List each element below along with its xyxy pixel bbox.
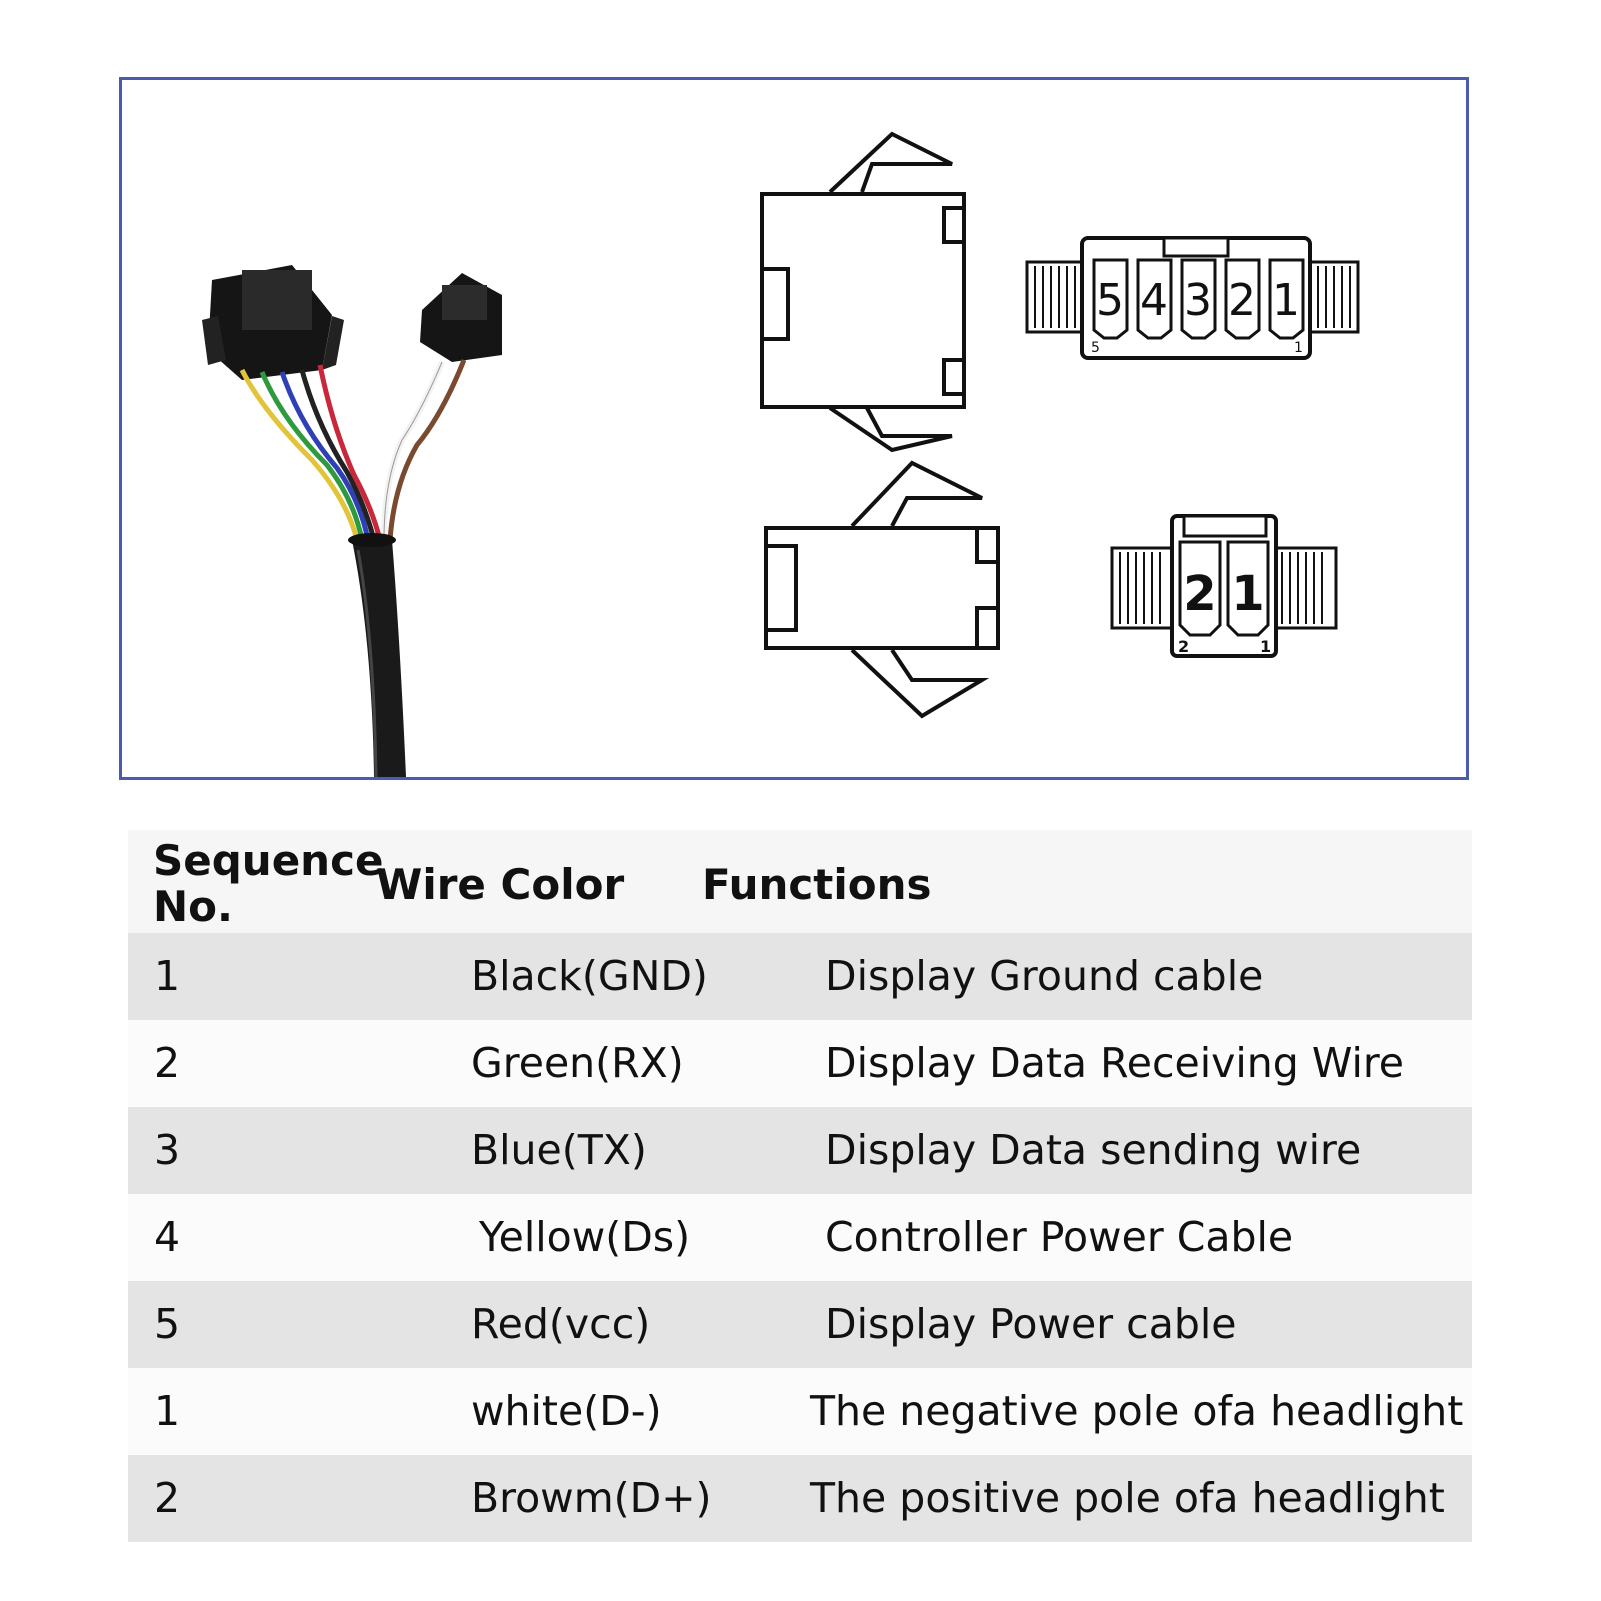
wire-color-cell: Black(GND) <box>471 952 708 1000</box>
pin-label: 4 <box>1140 275 1168 326</box>
two-pin-housing-side <box>764 460 1000 719</box>
wire-color-cell: Blue(TX) <box>471 1126 647 1174</box>
sequence-cell: 4 <box>154 1213 181 1261</box>
two-pin-plug <box>420 273 502 362</box>
function-cell: Display Power cable <box>825 1300 1237 1348</box>
wire-table: Sequence No. Wire Color Functions 1 Blac… <box>128 830 1472 1552</box>
pin-label: 5 <box>1096 275 1124 326</box>
table-row: 5 Red(vcc) Display Power cable <box>128 1281 1472 1368</box>
table-row: 1 Black(GND) Display Ground cable <box>128 933 1472 1020</box>
pin-label: 2 <box>1183 566 1216 622</box>
wire-color-cell: white(D-) <box>471 1387 662 1435</box>
connector-diagram: 5 4 3 2 1 5 1 <box>202 131 1360 777</box>
two-pin-face: 2 1 2 1 <box>1110 514 1338 658</box>
sequence-cell: 2 <box>154 1474 181 1522</box>
pin-index-label: 1 <box>1294 340 1303 356</box>
table-row: 4 Yellow(Ds) Controller Power Cable <box>128 1194 1472 1281</box>
pin-label: 2 <box>1228 275 1256 326</box>
function-cell: Display Ground cable <box>825 952 1264 1000</box>
pin-index-label: 5 <box>1091 340 1100 356</box>
table-row: 3 Blue(TX) Display Data sending wire <box>128 1107 1472 1194</box>
cable-illustration <box>202 265 502 777</box>
header-sequence: Sequence No. <box>153 838 383 930</box>
diagram-frame: 5 4 3 2 1 5 1 <box>119 77 1469 780</box>
table-row: 1 white(D-) The negative pole ofa headli… <box>128 1368 1472 1455</box>
sequence-cell: 2 <box>154 1039 181 1087</box>
wire-color-cell: Browm(D+) <box>471 1474 712 1522</box>
function-cell: The positive pole ofa headlight <box>810 1474 1445 1522</box>
header-sequence-line1: Sequence <box>153 836 384 885</box>
function-cell: Display Data sending wire <box>825 1126 1362 1174</box>
wire-color-cell: Yellow(Ds) <box>479 1213 691 1261</box>
pin-index-label: 2 <box>1178 637 1189 656</box>
pin-label: 1 <box>1272 275 1300 326</box>
wire-color-cell: Red(vcc) <box>471 1300 651 1348</box>
header-functions: Functions <box>702 860 932 909</box>
function-cell: Display Data Receiving Wire <box>825 1039 1405 1087</box>
sequence-cell: 5 <box>154 1300 181 1348</box>
pin-label: 1 <box>1231 566 1264 622</box>
sequence-cell: 1 <box>154 1387 181 1435</box>
wire-color-cell: Green(RX) <box>471 1039 684 1087</box>
five-pin-plug <box>202 265 344 380</box>
five-pin-face: 5 4 3 2 1 5 1 <box>1025 236 1360 360</box>
sequence-cell: 3 <box>154 1126 181 1174</box>
function-cell: Controller Power Cable <box>825 1213 1294 1261</box>
table-header: Sequence No. Wire Color Functions <box>128 830 1472 933</box>
five-pin-housing-side <box>760 131 966 453</box>
table-row: 2 Green(RX) Display Data Receiving Wire <box>128 1020 1472 1107</box>
pin-label: 3 <box>1184 275 1212 326</box>
header-wire-color: Wire Color <box>376 860 625 909</box>
sequence-cell: 1 <box>154 952 181 1000</box>
header-sequence-line2: No. <box>153 882 233 931</box>
function-cell: The negative pole ofa headlight <box>810 1387 1464 1435</box>
table-row: 2 Browm(D+) The positive pole ofa headli… <box>128 1455 1472 1542</box>
pin-index-label: 1 <box>1260 637 1271 656</box>
